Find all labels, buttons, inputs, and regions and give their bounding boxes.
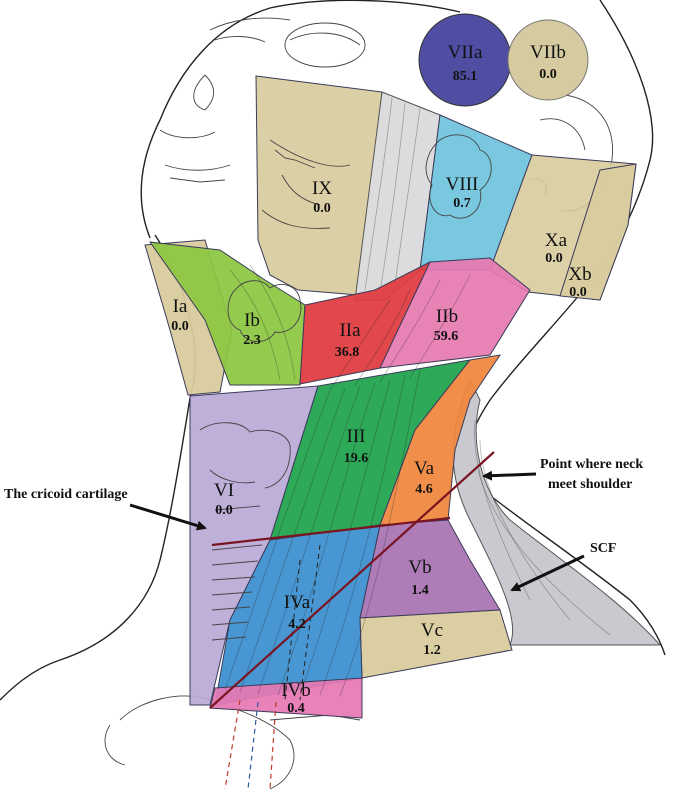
dashed-vessels	[224, 544, 321, 790]
annotation-cricoid: The cricoid cartilage	[4, 487, 207, 531]
mandible-drawing	[261, 139, 351, 229]
label-IX-value: 0.0	[313, 201, 331, 216]
label-III-value: 19.6	[344, 451, 369, 466]
cricoid-level-line	[211, 516, 451, 547]
label-VIIb: VIIb 0.0	[530, 42, 566, 82]
label-IIb-value: 59.6	[434, 329, 459, 344]
label-Vb: Vb 1.4	[408, 557, 431, 598]
zone-Va	[379, 354, 502, 526]
label-VI-name: VI	[214, 480, 234, 501]
nose-shape	[193, 74, 215, 111]
label-Ib-value: 2.3	[243, 333, 261, 348]
strap-muscle-fibers	[224, 264, 471, 697]
label-IVb: IVb 0.4	[281, 680, 311, 716]
label-Xb-name: Xb	[568, 264, 591, 285]
label-IVa-value: 4.2	[288, 617, 306, 632]
annotation-cricoid-arrow	[129, 503, 207, 531]
label-Ib: Ib 2.3	[243, 310, 261, 348]
annotation-scf-text: SCF	[590, 541, 616, 556]
zone-IVb	[209, 677, 363, 719]
label-VIII-value: 0.7	[453, 196, 471, 211]
label-VI: VI 0.0	[214, 480, 234, 518]
label-IIb: IIb 59.6	[434, 306, 459, 344]
label-IX: IX 0.0	[312, 178, 332, 216]
label-IVa-name: IVa	[284, 592, 311, 613]
label-IIa-name: IIa	[339, 320, 361, 341]
annotation-neck-shoulder-line2: meet shoulder	[548, 477, 632, 492]
label-Va-name: Va	[414, 458, 435, 479]
label-Ia-value: 0.0	[171, 319, 189, 334]
annotation-cricoid-text: The cricoid cartilage	[4, 487, 128, 502]
label-Ib-name: Ib	[244, 310, 260, 331]
label-IIa: IIa 36.8	[335, 320, 361, 360]
label-IIb-name: IIb	[436, 306, 458, 327]
label-Vb-name: Vb	[408, 557, 431, 578]
label-VI-value: 0.0	[215, 503, 233, 518]
label-IVb-value: 0.4	[287, 701, 305, 716]
zone-IIb	[379, 257, 531, 369]
scm-fibers	[474, 419, 611, 636]
annotation-scf: SCF	[510, 541, 616, 592]
zone-VIIb	[507, 19, 589, 101]
label-III-name: III	[347, 426, 366, 447]
annotation-neck-shoulder-arrow	[482, 470, 537, 481]
label-VIII: VIII 0.7	[446, 174, 479, 211]
label-Vc-name: Vc	[421, 620, 443, 641]
gland-drawing	[227, 134, 492, 342]
label-Xb: Xb 0.0	[568, 264, 591, 300]
label-VIII-name: VIII	[446, 174, 479, 195]
label-III: III 19.6	[344, 426, 369, 466]
label-Va: Va 4.6	[414, 458, 435, 497]
label-Xa-name: Xa	[545, 230, 568, 251]
label-VIIa: VIIa 85.1	[448, 42, 483, 84]
label-Ia-name: Ia	[173, 296, 188, 317]
label-Vb-value: 1.4	[411, 583, 429, 598]
zone-Xb	[559, 163, 637, 301]
label-Vc-value: 1.2	[423, 643, 441, 658]
label-Vc: Vc 1.2	[421, 620, 443, 658]
neck-shoulder-diagonal-line	[209, 451, 495, 709]
label-VIIb-value: 0.0	[539, 67, 557, 82]
label-Va-value: 4.6	[415, 482, 433, 497]
label-VIIb-name: VIIb	[530, 42, 566, 63]
label-VIIa-name: VIIa	[448, 42, 483, 63]
label-IVb-name: IVb	[281, 680, 311, 701]
annotation-scf-arrow	[510, 554, 585, 592]
scm-muscle	[452, 378, 662, 646]
clavicle-shape	[119, 695, 295, 790]
label-IIa-value: 36.8	[335, 345, 360, 360]
eye-socket	[284, 22, 366, 68]
annotation-neck-shoulder: Point where neck meet shoulder	[482, 457, 643, 492]
larynx-drawing	[199, 422, 291, 641]
label-IX-name: IX	[312, 178, 332, 199]
label-Xa-value: 0.0	[545, 251, 563, 266]
masseter-fibers	[364, 97, 421, 293]
label-VIIa-value: 85.1	[453, 69, 478, 84]
annotation-neck-shoulder-line1: Point where neck	[540, 457, 643, 472]
label-Xa: Xa 0.0	[545, 230, 568, 266]
label-Ia: Ia 0.0	[171, 296, 189, 334]
label-Xb-value: 0.0	[569, 285, 587, 300]
label-IVa: IVa 4.2	[284, 592, 311, 632]
